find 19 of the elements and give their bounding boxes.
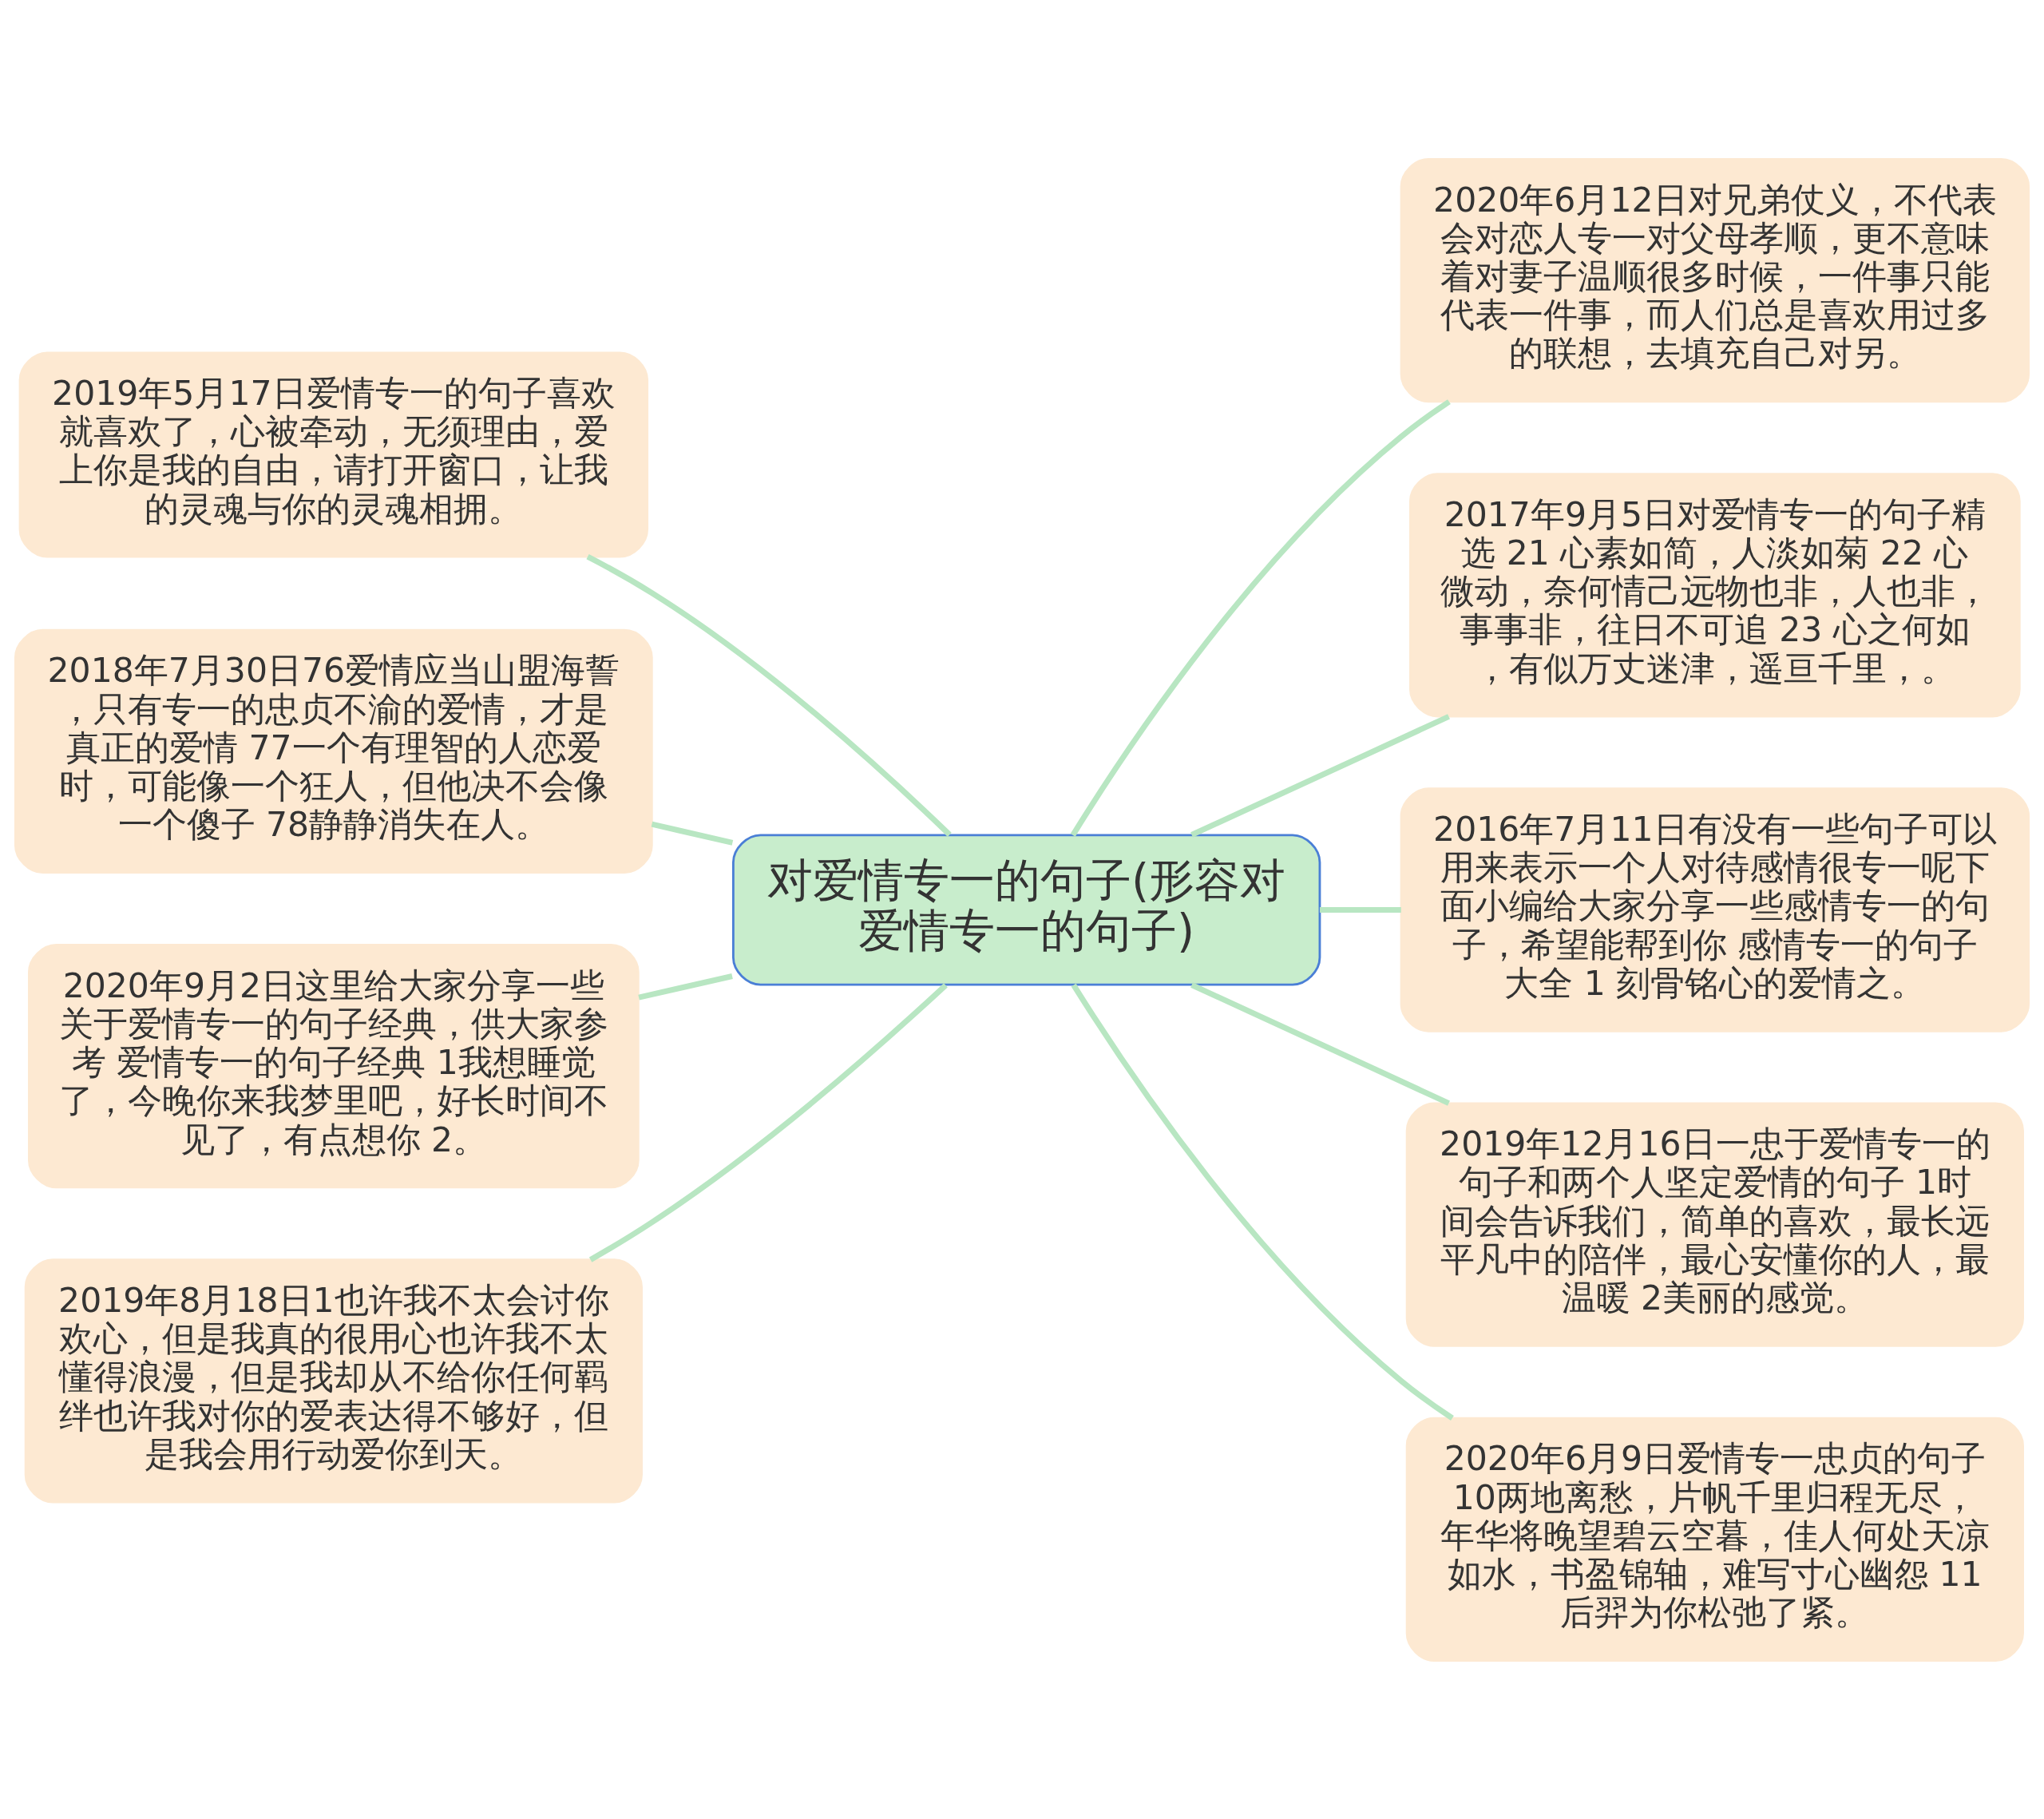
node-box: 2019年5月17日爱情专一的句子喜欢就喜欢了，心被牵动，无须理由，爱上你是我的自由，请打开窗口，让我的灵魂与你的灵魂相拥。	[18, 351, 649, 557]
node-box: 2016年7月11日有没有一些句子可以用来表示一个人对待感情很专一呢下面小编给大家分享一些感情专一的句子，希望能帮到你 感情专一的句子大全 1 刻骨铭心的爱情之。	[1400, 787, 2030, 1032]
connector	[1070, 398, 1451, 837]
connector	[1190, 713, 1450, 838]
connector	[1319, 906, 1401, 913]
connector	[586, 553, 952, 837]
connector	[588, 982, 948, 1262]
node-box: 2020年6月12日对兄弟仗义，不代表会对恋人专一对父母孝顺，更不意味着对妻子温顺很多时候，一件事只能代表一件事，而人们总是喜欢用过多的联想，去填充自己对另。	[1400, 157, 2030, 402]
node-box: 2018年7月30日76爱情应当山盟海誓，只有专一的忠贞不渝的爱情，才是真正的爱情 77一个有理智的人恋爱时，可能像一个狂人，但他决不会像一个傻子 78静静消失在人。	[14, 628, 653, 874]
node-box: 2020年6月9日爱情专一忠贞的句子 10两地离愁，片帆千里归程无尽，年华将晚望碧云空暮，佳人何处天凉如水，书盈锦轴，难写寸心幽怨 11后羿为你松弛了紧。	[1405, 1417, 2024, 1662]
connector	[651, 821, 734, 846]
node-box: 2020年9月2日这里给大家分享一些关于爱情专一的句子经典，供大家参考 爱情专一的句子经典 1我想睡觉了，今晚你来我梦里吧，好长时间不见了，有点想你 2。	[27, 943, 640, 1188]
connector	[638, 973, 733, 1001]
node-box: 2017年9月5日对爱情专一的句子精选 21 心素如简，人淡如菊 22 心微动，奈何情己远物也非，人也非，事事非，往日不可追 23 心之何如，有似万丈迷津，遥亘千里，。	[1408, 472, 2021, 717]
connector	[1190, 981, 1450, 1106]
connector	[1071, 983, 1454, 1421]
node-box: 2019年12月16日一忠于爱情专一的句子和两个人坚定爱情的句子 1时间会告诉我们，简单的喜欢，最长远平凡中的陪伴，最心安懂你的人，最温暖 2美丽的感觉。	[1405, 1102, 2024, 1347]
node-box: 2019年8月18日1也许我不太会讨你欢心，但是我真的很用心也许我不太懂得浪漫，但是我却从不给你任何羁绊也许我对你的爱表达得不够好，但是我会用行动爱你到天。	[24, 1258, 643, 1504]
node-box: 对爱情专一的句子(形容对爱情专一的句子)	[732, 834, 1321, 985]
